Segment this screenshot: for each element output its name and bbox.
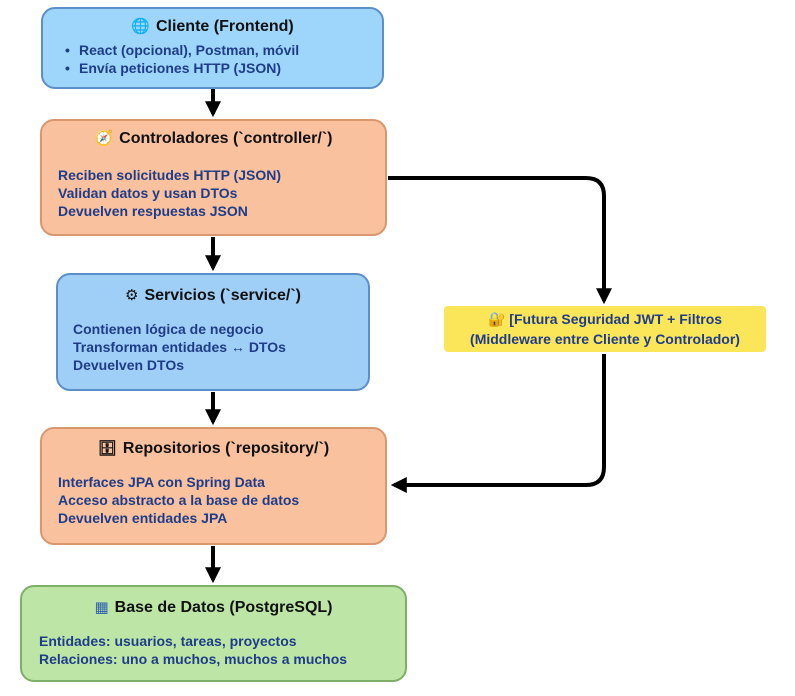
lock-icon: 🔐 — [487, 311, 506, 327]
servicios-line: Transforman entidades ↔ DTOs — [73, 339, 286, 355]
cabinet-icon: 🗄 — [97, 440, 117, 457]
controladores-lines: Reciben solicitudes HTTP (JSON) Validan … — [58, 166, 281, 220]
cliente-line: React (opcional), Postman, móvil — [65, 41, 299, 59]
cliente-line: Envía peticiones HTTP (JSON) — [65, 59, 299, 77]
servicios-title: Servicios (`service/`) — [144, 287, 301, 304]
controladores-line: Validan datos y usan DTOs — [58, 185, 238, 201]
repositorios-node: 🗄 Repositorios (`repository/`) Interfaces… — [40, 427, 387, 545]
arrow-controladores-seguridad — [388, 176, 612, 305]
controladores-title: Controladores (`controller/`) — [119, 130, 333, 147]
cliente-node: 🌐 Cliente (Frontend) React (opcional), Po… — [41, 7, 384, 89]
servicios-lines: Contienen lógica de negocio Transforman … — [73, 320, 286, 374]
base-datos-line: Relaciones: uno a muchos, muchos a mucho… — [39, 651, 348, 667]
controladores-line: Reciben solicitudes HTTP (JSON) — [58, 167, 282, 183]
repositorios-lines: Interfaces JPA con Spring Data Acceso ab… — [58, 473, 299, 527]
controladores-node: 🧭 Controladores (`controller/`) Reciben s… — [40, 119, 387, 236]
security-note-line2: (Middleware entre Cliente y Controlador) — [470, 331, 740, 347]
cliente-title: Cliente (Frontend) — [155, 18, 294, 35]
base-datos-title: Base de Datos (PostgreSQL) — [114, 599, 333, 616]
globe-icon: 🌐 — [131, 18, 150, 35]
base-datos-lines: Entidades: usuarios, tareas, proyectos R… — [39, 632, 347, 668]
repositorios-title: Repositorios (`repository/`) — [122, 440, 330, 457]
database-icon: ▦ — [94, 599, 109, 616]
controladores-line: Devuelven respuestas JSON — [58, 203, 248, 219]
repositorios-line: Devuelven entidades JPA — [58, 510, 228, 526]
servicios-line: Contienen lógica de negocio — [73, 321, 264, 337]
base-datos-node: ▦ Base de Datos (PostgreSQL) Entidades: u… — [20, 585, 407, 682]
repositorios-line: Acceso abstracto a la base de datos — [58, 492, 300, 508]
security-note-line1: [Futura Seguridad JWT + Filtros — [509, 311, 723, 327]
repositorios-line: Interfaces JPA con Spring Data — [58, 474, 265, 490]
servicios-line: Devuelven DTOs — [73, 357, 185, 373]
servicios-node: ⚙ Servicios (`service/`) Contienen lógica… — [56, 273, 370, 391]
compass-icon: 🧭 — [94, 130, 114, 147]
gear-icon: ⚙ — [125, 287, 139, 304]
cliente-lines: React (opcional), Postman, móvil Envía p… — [65, 41, 299, 77]
security-note: 🔐 [Futura Seguridad JWT + Filtros (Middl… — [444, 306, 766, 352]
arrow-seguridad-repositorios — [390, 354, 606, 493]
base-datos-line: Entidades: usuarios, tareas, proyectos — [39, 633, 297, 649]
